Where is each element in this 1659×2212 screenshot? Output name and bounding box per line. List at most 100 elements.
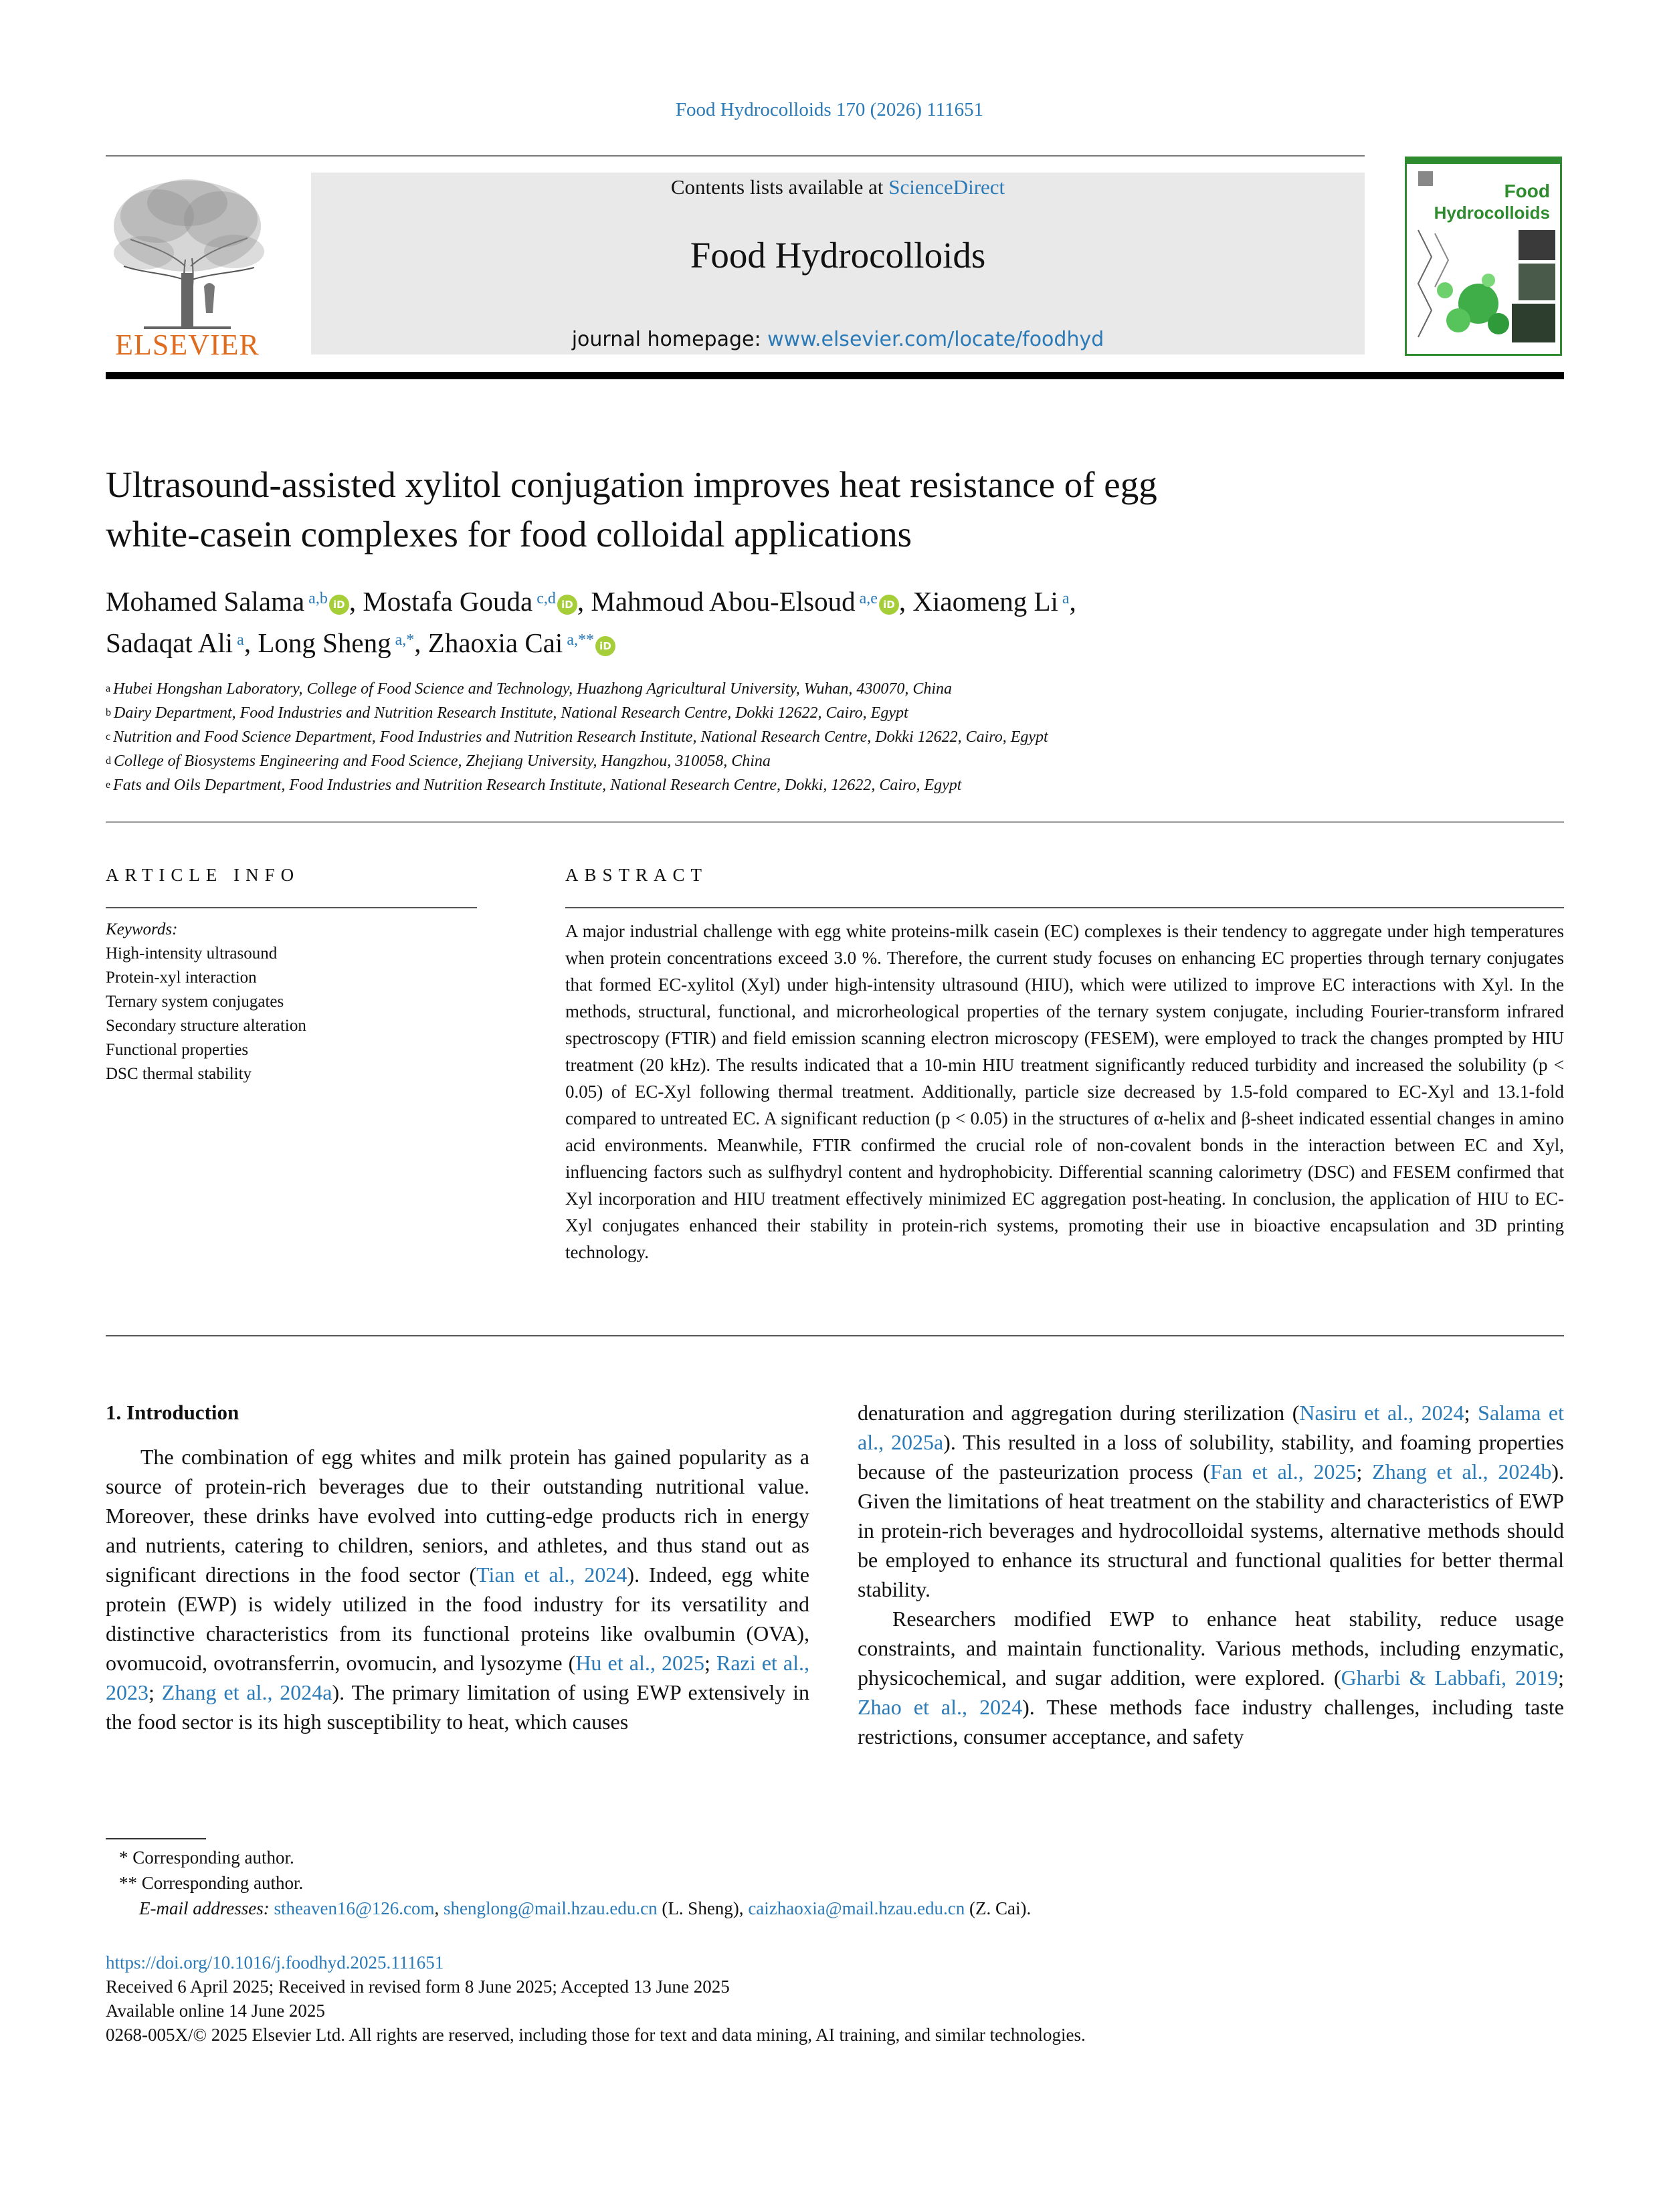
- paragraph-text: Researchers modified EWP to enhance heat…: [858, 1607, 1564, 1690]
- journal-cover[interactable]: Food Hydrocolloids: [1403, 155, 1564, 358]
- affiliation-text: Fats and Oils Department, Food Industrie…: [113, 777, 962, 794]
- copyright-line: 0268-005X/© 2025 Elsevier Ltd. All right…: [106, 2025, 1086, 2045]
- keyword-item: Functional properties: [106, 1041, 249, 1059]
- citation-link[interactable]: Tian et al., 2024: [476, 1563, 627, 1587]
- affiliation-item: a Hubei Hongshan Laboratory, College of …: [106, 677, 1564, 701]
- paragraph-text: ;: [1558, 1666, 1565, 1690]
- abstract-heading: ABSTRACT: [565, 865, 708, 885]
- affiliation-text: College of Biosystems Engineering and Fo…: [114, 752, 771, 770]
- citation-link[interactable]: Zhao et al., 2024: [858, 1695, 1023, 1719]
- author-name: Zhaoxia Cai: [427, 627, 563, 658]
- article-info-heading: ARTICLE INFO: [106, 865, 300, 885]
- contents-prefix: Contents lists available at: [670, 175, 889, 199]
- orcid-icon[interactable]: iD: [878, 595, 899, 615]
- intro-paragraph-1: The combination of egg whites and milk p…: [106, 1442, 809, 1736]
- cover-title-line1: Food: [1504, 181, 1550, 201]
- affiliation-list: a Hubei Hongshan Laboratory, College of …: [106, 677, 1564, 797]
- author-name: Mostafa Gouda: [363, 586, 533, 617]
- header-thick-rule: [106, 372, 1564, 379]
- author-name: Xiaomeng Li: [912, 586, 1058, 617]
- paragraph-text: ). This resulted in a loss of solubility…: [858, 1430, 1565, 1484]
- header-divider: [106, 155, 1365, 157]
- abstract-rule: [565, 907, 1564, 908]
- author-name: Mohamed Salama: [106, 586, 305, 617]
- orcid-icon[interactable]: iD: [595, 636, 615, 656]
- homepage-line: journal homepage: www.elsevier.com/locat…: [311, 328, 1365, 351]
- affiliation-letter: e: [106, 779, 114, 791]
- email-link-2[interactable]: shenglong@mail.hzau.edu.cn: [444, 1898, 658, 1918]
- article-title: Ultrasound-assisted xylitol conjugation …: [106, 460, 1377, 559]
- author-affiliation-marker[interactable]: a,*: [391, 631, 415, 649]
- email-link-3[interactable]: caizhaoxia@mail.hzau.edu.cn: [748, 1898, 965, 1918]
- author-affiliation-marker[interactable]: a: [1058, 590, 1070, 607]
- citation-link[interactable]: Fan et al., 2025: [1209, 1460, 1357, 1484]
- keyword-item: Secondary structure alteration: [106, 1017, 306, 1035]
- author-name: Sadaqat Ali: [106, 627, 233, 658]
- keyword-item: High-intensity ultrasound: [106, 944, 278, 963]
- affiliation-letter: c: [106, 731, 114, 742]
- footnote-corresponding-1: * Corresponding author.: [119, 1847, 294, 1868]
- citation-link[interactable]: Salama et al., 2025a: [858, 1401, 1565, 1454]
- author-affiliation-marker[interactable]: a: [233, 631, 244, 649]
- author-affiliation-marker[interactable]: a,**: [563, 631, 594, 649]
- author-separator: ,: [243, 627, 258, 658]
- affiliation-text: Nutrition and Food Science Department, F…: [113, 728, 1048, 746]
- author-affiliation-marker[interactable]: a,e: [855, 590, 878, 607]
- author-separator: ,: [414, 627, 428, 658]
- author-affiliation-marker[interactable]: c,d: [532, 590, 556, 607]
- affiliation-item: c Nutrition and Food Science Department,…: [106, 725, 1564, 749]
- intro-paragraph-1-continued: denaturation and aggregation during ster…: [858, 1398, 1564, 1604]
- orcid-icon[interactable]: iD: [328, 595, 349, 615]
- body-column-right: denaturation and aggregation during ster…: [858, 1398, 1564, 1751]
- paragraph-text: ;: [1464, 1401, 1478, 1425]
- email-label: E-mail addresses:: [139, 1898, 274, 1918]
- affiliation-text: Hubei Hongshan Laboratory, College of Fo…: [113, 680, 953, 698]
- paragraph-text: ). Given the limitations of heat treatme…: [858, 1460, 1565, 1601]
- article-title-line2: white-casein complexes for food colloida…: [106, 514, 912, 555]
- citation-link[interactable]: Zhang et al., 2024a: [161, 1680, 332, 1704]
- abstract-text: A major industrial challenge with egg wh…: [565, 921, 1564, 1262]
- cover-title-line2: Hydrocolloids: [1434, 203, 1550, 223]
- keyword-item: Ternary system conjugates: [106, 993, 284, 1011]
- author-name: Mahmoud Abou-Elsoud: [591, 586, 856, 617]
- doi-link[interactable]: https://doi.org/10.1016/j.foodhyd.2025.1…: [106, 1952, 444, 1973]
- affiliation-item: d College of Biosystems Engineering and …: [106, 749, 1564, 773]
- journal-title: Food Hydrocolloids: [690, 235, 986, 276]
- orcid-icon[interactable]: iD: [557, 595, 577, 615]
- email-note-3: (Z. Cai).: [965, 1898, 1032, 1918]
- paragraph-text: ;: [704, 1651, 716, 1675]
- email-link-1[interactable]: stheaven16@126.com: [274, 1898, 435, 1918]
- author-affiliation-marker[interactable]: a,b: [304, 590, 328, 607]
- homepage-link[interactable]: www.elsevier.com/locate/foodhyd: [767, 328, 1104, 351]
- paragraph-text: denaturation and aggregation during ster…: [858, 1401, 1300, 1425]
- keyword-item: DSC thermal stability: [106, 1065, 252, 1083]
- citation-link[interactable]: Nasiru et al., 2024: [1299, 1401, 1464, 1425]
- elsevier-wordmark: ELSEVIER: [115, 328, 260, 361]
- elsevier-logo: ELSEVIER: [104, 173, 271, 361]
- article-info-rule: [106, 907, 477, 908]
- citation-link[interactable]: Zhang et al., 2024b: [1372, 1460, 1552, 1484]
- body-column-left: 1. Introduction The combination of egg w…: [106, 1398, 809, 1736]
- citation-link[interactable]: Hu et al., 2025: [575, 1651, 704, 1675]
- paragraph-text: ;: [149, 1680, 162, 1704]
- email-note-2: (L. Sheng),: [657, 1898, 749, 1918]
- citation-link[interactable]: Gharbi & Labbafi, 2019: [1341, 1666, 1559, 1690]
- author-separator: ,: [898, 586, 913, 617]
- author-separator: ,: [577, 586, 591, 617]
- sciencedirect-link[interactable]: ScienceDirect: [888, 175, 1005, 199]
- footnote-rule: [106, 1838, 206, 1839]
- author-separator: ,: [1069, 586, 1076, 617]
- paragraph-text: ). The primary limitation of using EWP e…: [106, 1680, 810, 1734]
- paragraph-text: ). Indeed, egg white protein (EWP) is wi…: [106, 1563, 809, 1675]
- affiliation-letter: b: [106, 707, 114, 718]
- author-separator: ,: [349, 586, 363, 617]
- journal-reference[interactable]: Food Hydrocolloids 170 (2026) 111651: [675, 99, 984, 120]
- contents-line: Contents lists available at ScienceDirec…: [311, 175, 1365, 199]
- affiliation-text: Dairy Department, Food Industries and Nu…: [114, 704, 908, 722]
- title-divider: [106, 821, 1564, 823]
- citation-link[interactable]: Razi et al., 2023: [106, 1651, 810, 1704]
- elsevier-tree-icon: [114, 179, 264, 329]
- keywords-title: Keywords:: [106, 920, 178, 938]
